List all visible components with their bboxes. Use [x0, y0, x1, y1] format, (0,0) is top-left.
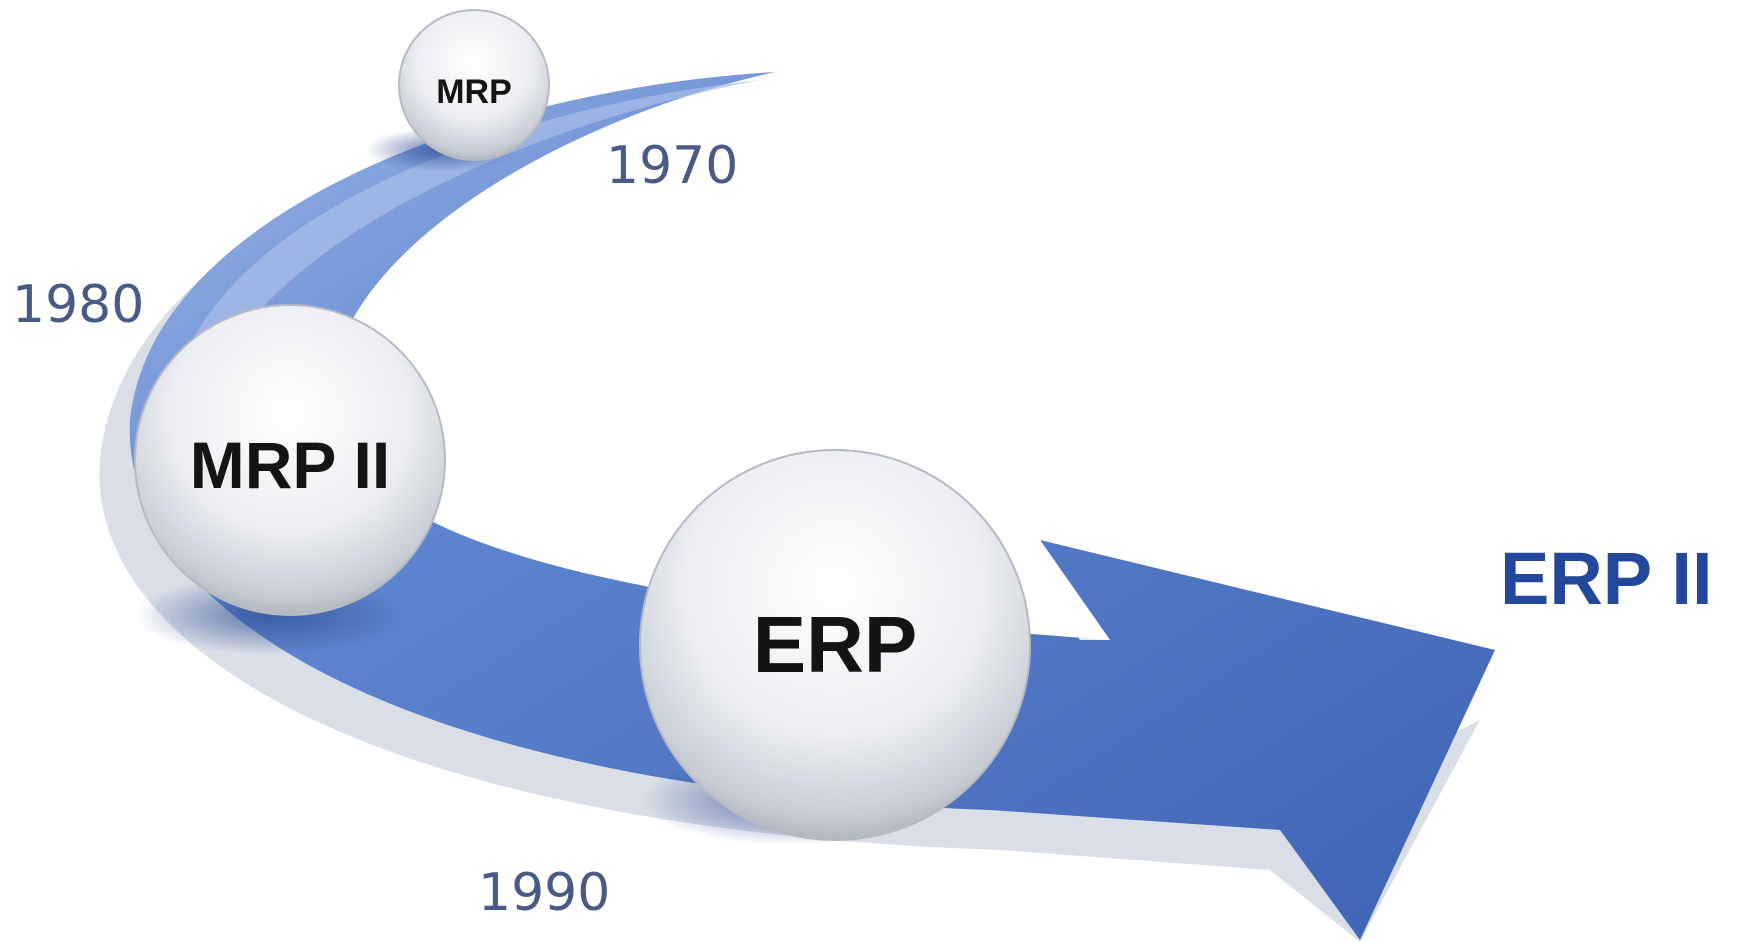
- sphere-mrp: [398, 9, 550, 161]
- sphere-mrp2: [134, 304, 446, 616]
- arrow-notch: [1020, 540, 1110, 640]
- sphere-erp: [639, 449, 1031, 841]
- stage-mrp2: MRP II: [134, 304, 446, 616]
- stage-erp2-label: ERP II: [1500, 537, 1713, 620]
- stage-mrp2-label: MRP II: [190, 428, 390, 502]
- year-1980: 1980: [12, 275, 144, 335]
- year-1990: 1990: [478, 863, 610, 923]
- curved-arrow: [129, 72, 1495, 940]
- year-1970: 1970: [606, 136, 738, 196]
- stage-erp: ERP: [639, 449, 1031, 841]
- stage-erp-label: ERP: [753, 600, 918, 689]
- stage-mrp: MRP: [398, 9, 550, 161]
- arrow-shadow: [99, 90, 1480, 942]
- stage-mrp-label: MRP: [436, 73, 512, 111]
